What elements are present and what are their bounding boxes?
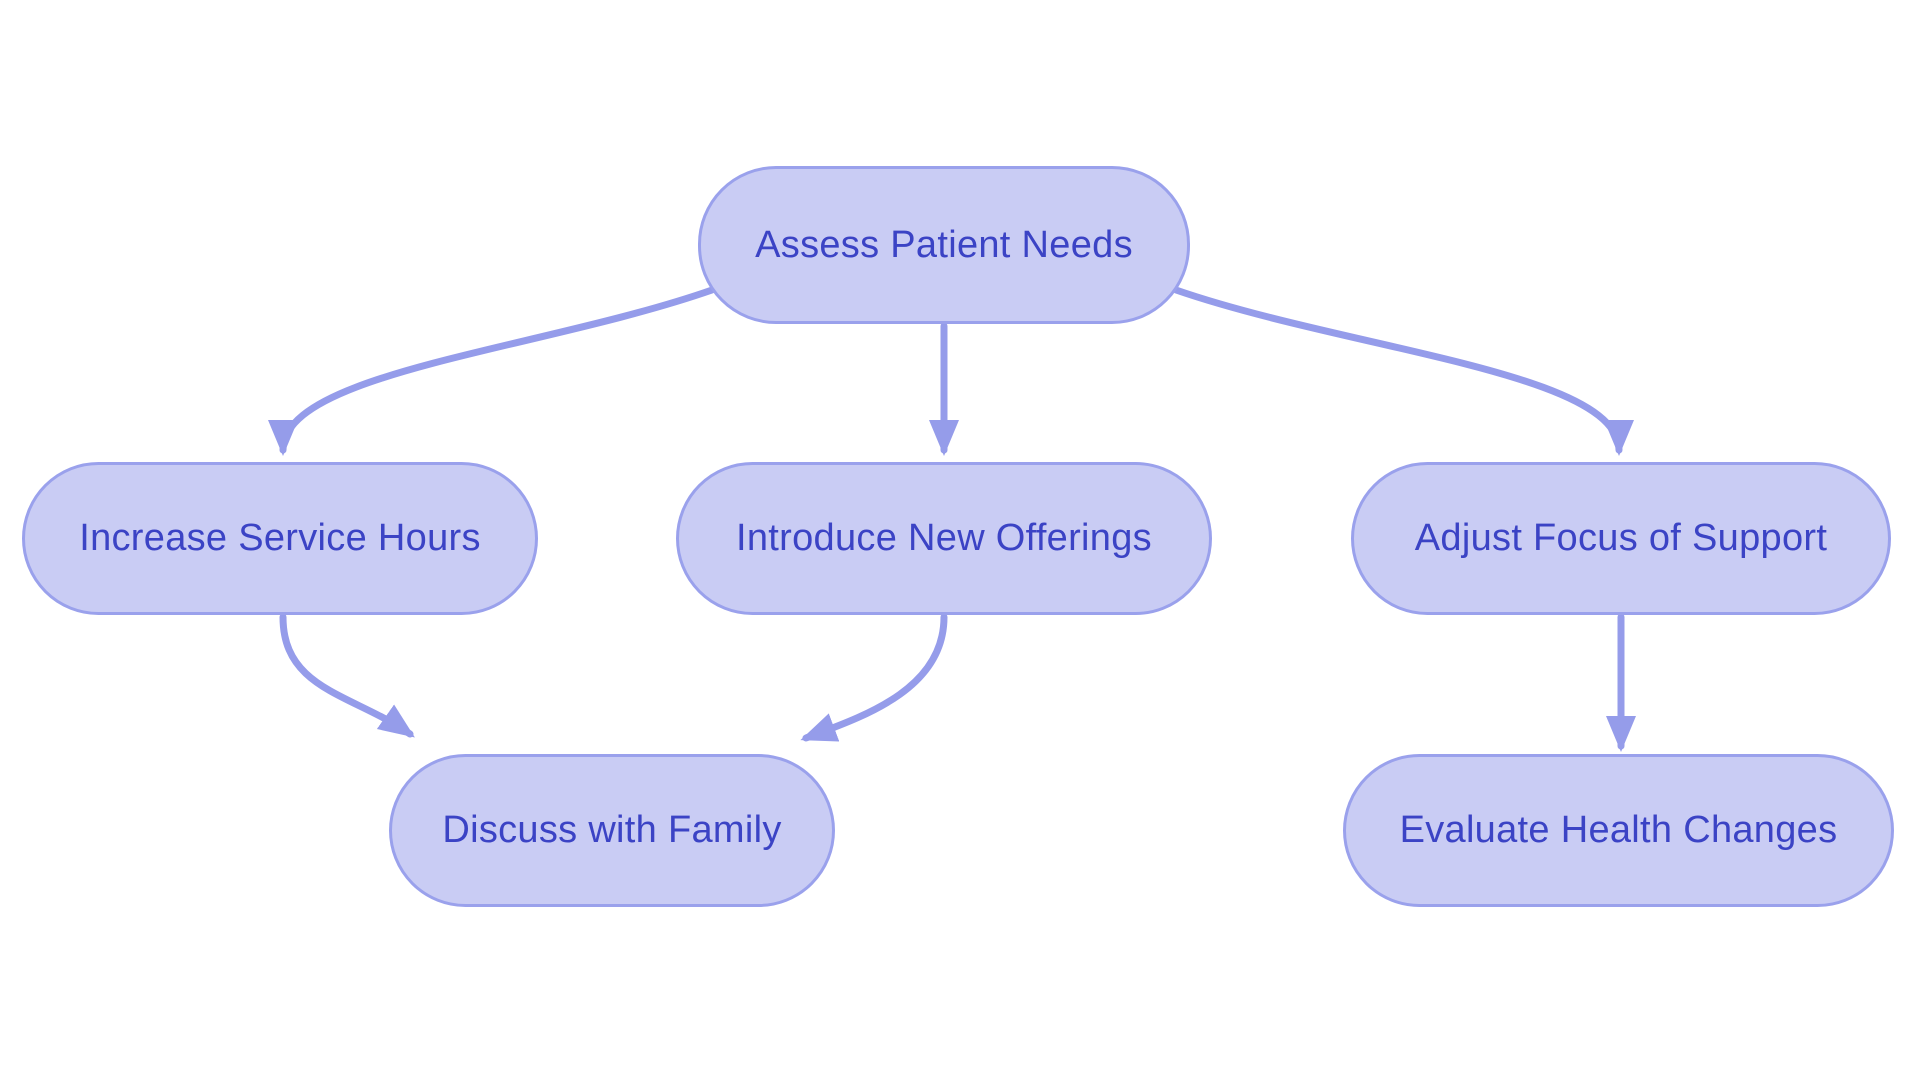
node-label: Adjust Focus of Support bbox=[1414, 517, 1828, 559]
edge-introduce-to-discuss bbox=[800, 613, 948, 742]
node-discuss-with-family: Discuss with Family bbox=[389, 754, 835, 907]
node-introduce-new-offerings: Introduce New Offerings bbox=[676, 462, 1212, 615]
node-label: Discuss with Family bbox=[442, 809, 782, 851]
node-adjust-focus-of-support: Adjust Focus of Support bbox=[1351, 462, 1891, 615]
node-assess-patient-needs: Assess Patient Needs bbox=[698, 166, 1190, 324]
edge-increase-to-discuss bbox=[279, 613, 415, 738]
edge-assess-to-adjust bbox=[1172, 286, 1634, 456]
edge-assess-to-increase bbox=[268, 286, 716, 456]
node-label: Assess Patient Needs bbox=[755, 223, 1133, 266]
node-label: Introduce New Offerings bbox=[736, 517, 1152, 559]
node-evaluate-health-changes: Evaluate Health Changes bbox=[1343, 754, 1894, 907]
node-label: Evaluate Health Changes bbox=[1399, 809, 1838, 851]
node-label: Increase Service Hours bbox=[79, 517, 481, 559]
node-increase-service-hours: Increase Service Hours bbox=[22, 462, 538, 615]
